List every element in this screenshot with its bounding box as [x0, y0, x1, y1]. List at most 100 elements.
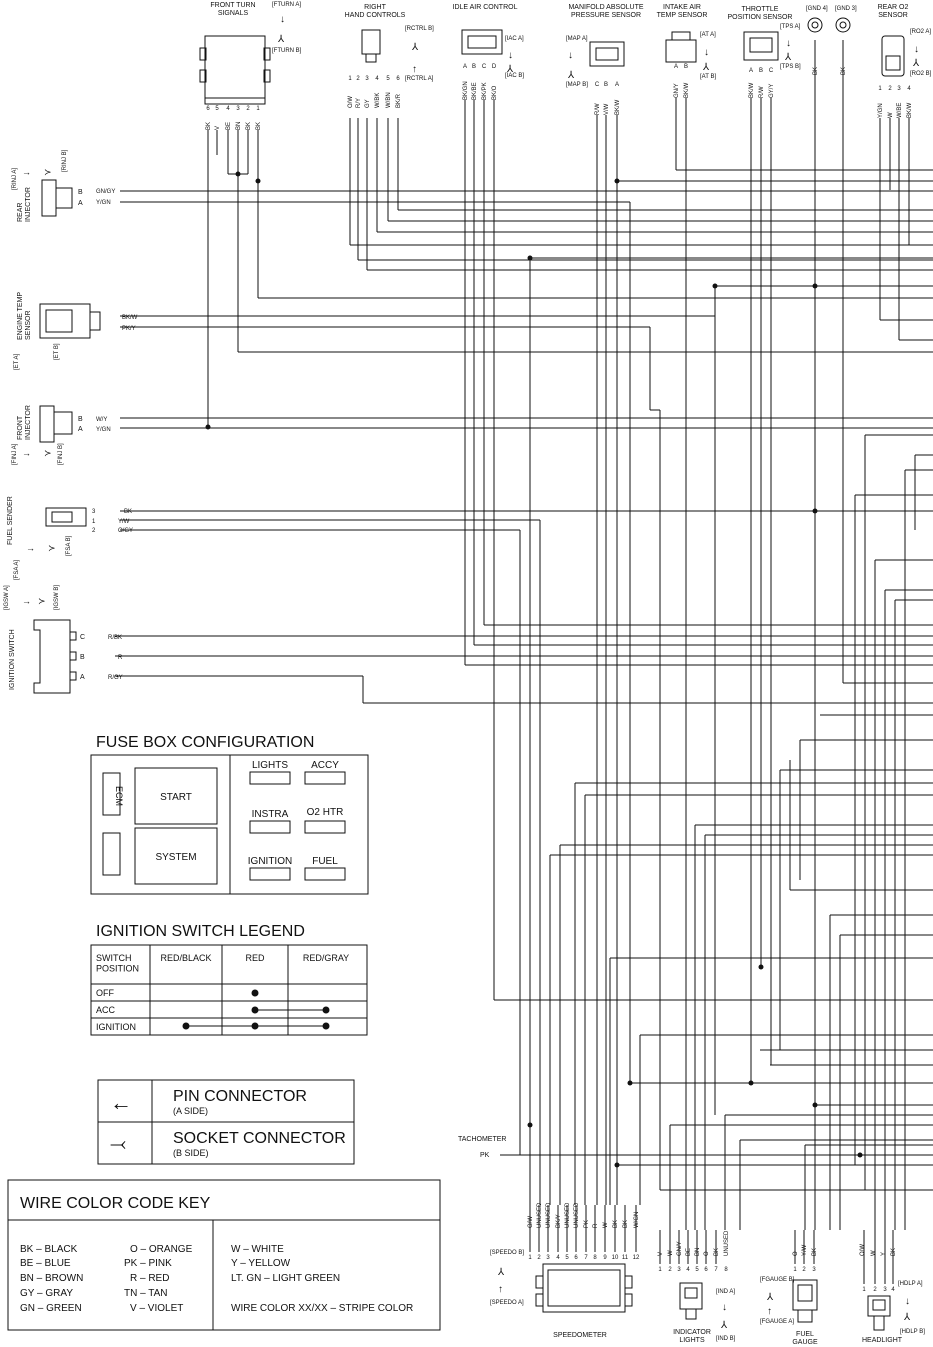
et-a-label: [ET A] [14, 353, 20, 370]
svg-text:8: 8 [593, 1255, 597, 1261]
svg-text:4: 4 [556, 1255, 560, 1261]
engine-temp-label: ENGINE TEMPSENSOR [17, 292, 32, 340]
svg-text:B: B [604, 82, 608, 88]
svg-text:BE: BE [226, 122, 232, 130]
svg-text:BE: BE [686, 1248, 692, 1256]
svg-text:BK: BK [891, 1248, 897, 1256]
svg-text:1: 1 [862, 1287, 866, 1293]
wire-junctions [205, 171, 863, 1168]
tachometer: TACHOMETER PK [458, 1136, 506, 1159]
svg-text:1: 1 [878, 86, 882, 92]
tach-wire: PK [480, 1152, 490, 1159]
svg-text:BK: BK [613, 1220, 619, 1228]
fuse-system-label: SYSTEM [155, 852, 196, 863]
svg-text:Y – YELLOW: Y – YELLOW [231, 1258, 291, 1269]
socket-arrow-icon: ≻ [48, 543, 56, 553]
fs-wire-2: Y/W [118, 519, 130, 525]
ign-wire-1: R/BK [108, 635, 122, 641]
finj-b-label: [FINJ B] [58, 443, 64, 465]
map-a-label: [MAP A] [566, 36, 588, 42]
svg-text:6: 6 [396, 76, 400, 82]
socket-arrow-icon: ⅄ [277, 34, 285, 45]
svg-text:B: B [78, 189, 83, 196]
tps-b-label: [TPS B] [780, 64, 801, 70]
ind-pin-labels: 1 2 3 4 5 6 7 8 [658, 1267, 728, 1273]
at-b-label: [AT B] [700, 74, 716, 80]
fsa-a-label: [FSA A] [14, 560, 20, 580]
pin-arrow-icon: → [22, 167, 31, 177]
svg-text:R – RED: R – RED [130, 1273, 169, 1284]
tps-wire-labels: BK/W R/W GY/Y [749, 82, 775, 98]
socket-arrow-icon: ⅄ [702, 62, 710, 73]
iac-pin-labels: A B C D [463, 64, 497, 70]
rear-injector-label: REARINJECTOR [17, 187, 32, 222]
svg-text:A: A [78, 200, 83, 207]
svg-text:5: 5 [565, 1255, 569, 1261]
svg-text:W: W [888, 112, 894, 118]
svg-text:1: 1 [92, 519, 96, 525]
svg-text:V: V [658, 1252, 664, 1256]
front-injector-label: FRONTINJECTOR [17, 405, 32, 440]
svg-text:BK/PK: BK/PK [482, 82, 488, 100]
socket-arrow-icon: ⅄ [411, 42, 419, 53]
at-a-label: [AT A] [700, 32, 716, 38]
iac-a-label: [IAC A] [505, 36, 524, 42]
svg-text:1: 1 [528, 1255, 532, 1261]
svg-text:2: 2 [873, 1287, 877, 1293]
headlight: O/W W Y BK 1 2 3 4 HEADLIGHT [HDLP A] [H… [860, 1244, 925, 1344]
svg-text:UNUSED: UNUSED [574, 1202, 580, 1228]
rhc-wire-labels: O/W R/Y GY W/BK W/BN BK/R [348, 92, 402, 108]
legend-header-red: RED [245, 953, 265, 963]
pin-connector-label: PIN CONNECTOR [173, 1088, 307, 1105]
svg-text:3: 3 [883, 1287, 887, 1293]
svg-text:A: A [78, 426, 83, 433]
pin-arrow-icon: ↓ [905, 1296, 910, 1307]
svg-text:7: 7 [714, 1267, 718, 1273]
svg-text:W/BN: W/BN [386, 92, 392, 108]
socket-arrow-icon: ⅄ [912, 58, 920, 69]
svg-text:BK – BLACK: BK – BLACK [20, 1244, 78, 1255]
svg-text:7: 7 [584, 1255, 588, 1261]
svg-text:Y/GN: Y/GN [878, 103, 884, 118]
rinj-wire-2: Y/GN [96, 200, 111, 206]
speedo-b-label: [SPEEDO B] [490, 1250, 524, 1256]
svg-text:Y/W: Y/W [802, 1244, 808, 1256]
fuel-gauge: [FGAUGE B] [FGAUGE A] ⅄ ↑ O Y/W BK 1 2 3… [760, 1244, 818, 1346]
connector-legend: ← ⤙ PIN CONNECTOR (A SIDE) SOCKET CONNEC… [97, 1079, 355, 1165]
headlight-label: HEADLIGHT [862, 1337, 903, 1344]
svg-text:BE – BLUE: BE – BLUE [20, 1258, 71, 1269]
svg-text:V: V [215, 126, 221, 130]
hl-pin-labels: 1 2 3 4 [862, 1287, 895, 1293]
socket-arrow-icon: ≻ [38, 596, 46, 606]
svg-text:B: B [80, 654, 85, 661]
et-b-label: [ET B] [54, 343, 60, 360]
pin-arrow-icon: ↓ [914, 44, 919, 55]
pin-arrow-icon: ↑ [412, 64, 417, 75]
socket-arrow-icon: ≻ [44, 167, 52, 177]
fuse-accy-label: ACCY [311, 760, 339, 771]
fuse-o2htr-label: O2 HTR [307, 807, 344, 818]
svg-text:3: 3 [897, 86, 901, 92]
pin-arrow-icon: ↓ [786, 38, 791, 49]
svg-text:BK/R: BK/R [396, 93, 402, 108]
ind-wire-labels: V W GN/Y BE BN O BK UNUSED [658, 1230, 730, 1256]
rinj-wire-1: GN/GY [96, 189, 115, 195]
hdlp-b-label: [HDLP B] [900, 1329, 925, 1335]
wire-harness [115, 40, 933, 1230]
connector-stubs [529, 1205, 894, 1284]
pin-arrow-icon: ↑ [767, 1306, 772, 1317]
svg-text:A: A [674, 64, 678, 70]
svg-text:PK – PINK: PK – PINK [124, 1258, 172, 1269]
fuse-ignition-label: IGNITION [248, 856, 292, 867]
svg-text:5: 5 [386, 76, 390, 82]
hdlp-a-label: [HDLP A] [898, 1281, 923, 1287]
finj-wire-2: Y/GN [96, 427, 111, 433]
ind-b-label: [IND B] [716, 1336, 736, 1342]
